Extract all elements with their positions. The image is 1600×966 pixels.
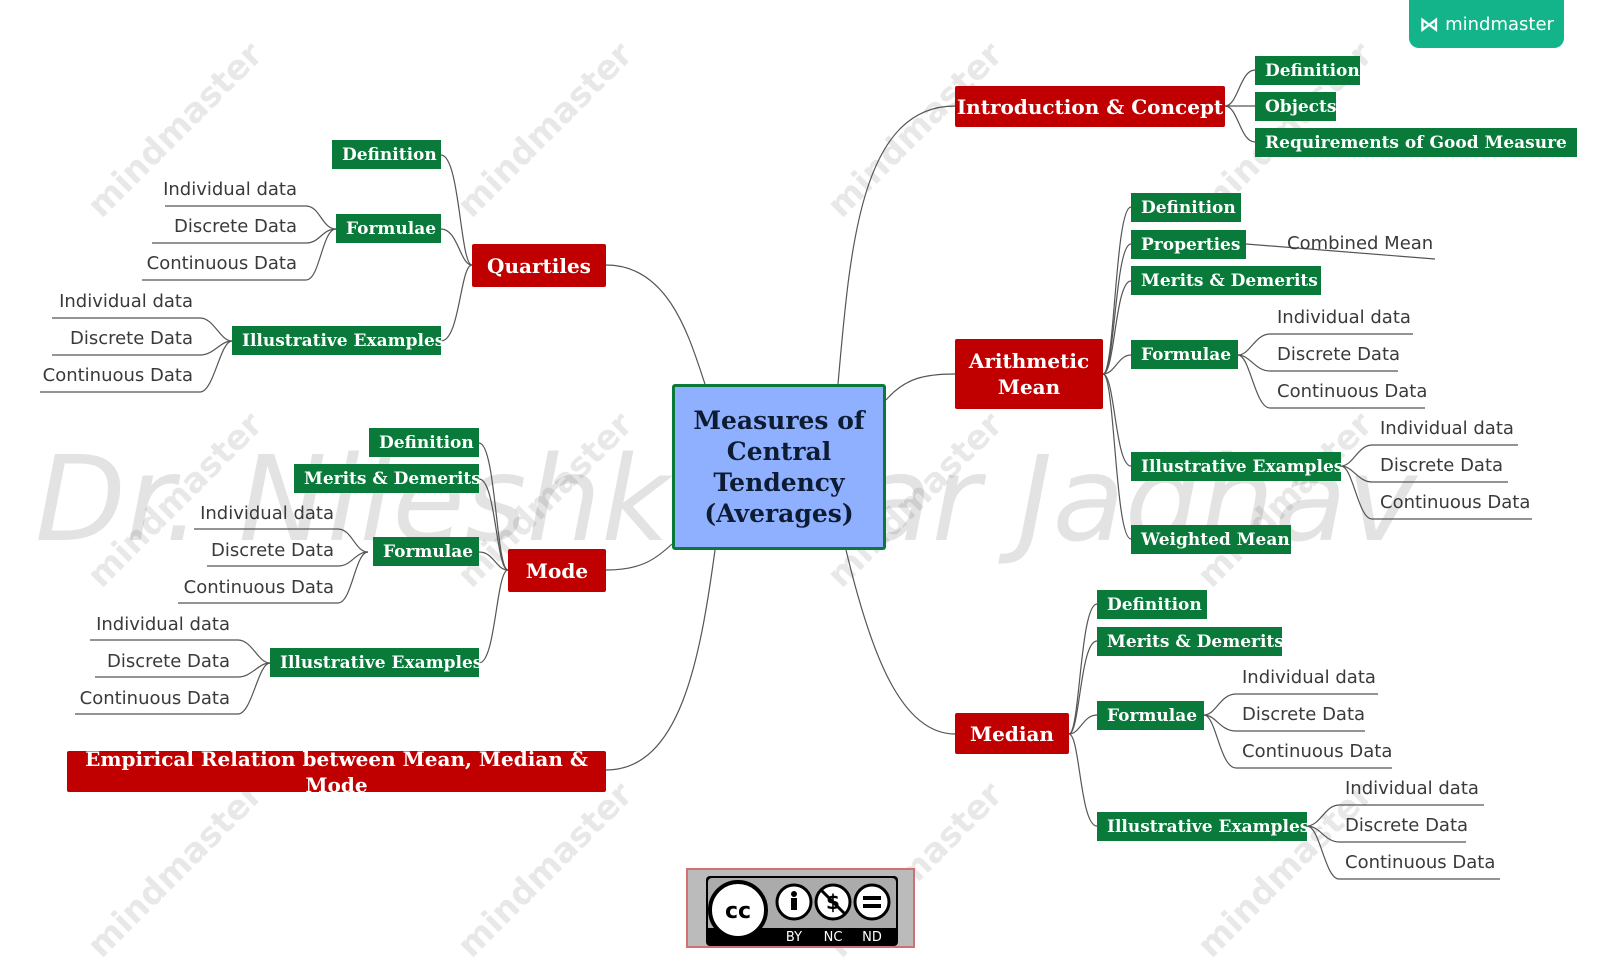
cc-circle-icon <box>708 880 768 940</box>
quartiles-examples-continuous[interactable]: Continuous Data <box>42 365 193 386</box>
mean-formulae-discrete[interactable]: Discrete Data <box>1277 344 1401 365</box>
mean-formulae-continuous[interactable]: Continuous Data <box>1277 381 1428 402</box>
topic-median[interactable]: Median <box>955 713 1069 754</box>
quartiles-illustrative-examples[interactable]: Illustrative Examples <box>232 326 444 355</box>
intro-objects[interactable]: Objects <box>1255 92 1337 121</box>
mode-definition[interactable]: Definition <box>369 428 479 457</box>
cc-badge-inner: cc $ BY NC ND <box>706 876 898 946</box>
cc-license-badge[interactable]: cc $ BY NC ND <box>686 868 915 948</box>
nd-noderivatives-icon <box>853 883 891 921</box>
mindmaster-logo-icon: ⋈ <box>1419 12 1440 36</box>
mode-examples-continuous[interactable]: Continuous Data <box>79 688 230 709</box>
topic-mode[interactable]: Mode <box>508 549 606 592</box>
quartiles-formulae-individual[interactable]: Individual data <box>163 179 297 200</box>
median-formulae[interactable]: Formulae <box>1097 701 1204 730</box>
nc-strike-line <box>819 888 847 916</box>
nd-bar-top <box>863 896 881 900</box>
median-merits-demerits[interactable]: Merits & Demerits <box>1097 627 1284 656</box>
cc-label-nc: NC <box>824 930 843 945</box>
cc-text: cc <box>725 899 751 924</box>
median-illustrative-examples[interactable]: Illustrative Examples <box>1097 812 1309 841</box>
mean-examples-continuous[interactable]: Continuous Data <box>1380 492 1531 513</box>
mean-formulae[interactable]: Formulae <box>1131 340 1238 369</box>
median-formulae-continuous[interactable]: Continuous Data <box>1242 741 1393 762</box>
intro-definition[interactable]: Definition <box>1255 56 1360 85</box>
quartiles-examples-individual[interactable]: Individual data <box>59 291 193 312</box>
mean-illustrative-examples[interactable]: Illustrative Examples <box>1131 452 1343 481</box>
mean-weighted-mean[interactable]: Weighted Mean <box>1131 525 1291 554</box>
quartiles-formulae-discrete[interactable]: Discrete Data <box>173 216 297 237</box>
by-icon-body <box>791 898 797 910</box>
topic-quartiles[interactable]: Quartiles <box>472 244 606 287</box>
mean-combined-mean[interactable]: Combined Mean <box>1287 233 1434 254</box>
cc-label-by: BY <box>786 930 802 945</box>
mean-properties[interactable]: Properties <box>1131 230 1246 259</box>
mode-formulae-discrete[interactable]: Discrete Data <box>210 540 334 561</box>
central-topic[interactable]: Measures of Central Tendency (Averages) <box>672 384 886 550</box>
mean-examples-individual[interactable]: Individual data <box>1380 418 1514 439</box>
median-formulae-discrete[interactable]: Discrete Data <box>1242 704 1366 725</box>
mean-definition[interactable]: Definition <box>1131 193 1241 222</box>
median-formulae-individual[interactable]: Individual data <box>1242 667 1376 688</box>
topic-introduction-concept[interactable]: Introduction & Concept <box>955 86 1225 127</box>
by-icon-head <box>791 891 797 897</box>
median-examples-individual[interactable]: Individual data <box>1345 778 1479 799</box>
quartiles-formulae[interactable]: Formulae <box>336 214 441 243</box>
mean-merits-demerits[interactable]: Merits & Demerits <box>1131 266 1321 295</box>
median-definition[interactable]: Definition <box>1097 590 1207 619</box>
nd-bar-bottom <box>863 904 881 908</box>
cc-badge-graphic: cc $ BY NC ND <box>708 878 896 945</box>
mindmaster-brand-badge[interactable]: ⋈ mindmaster <box>1409 0 1564 48</box>
quartiles-definition[interactable]: Definition <box>332 140 441 169</box>
mode-examples-individual[interactable]: Individual data <box>96 614 230 635</box>
mode-formulae-individual[interactable]: Individual data <box>200 503 334 524</box>
mode-examples-discrete[interactable]: Discrete Data <box>106 651 230 672</box>
quartiles-examples-discrete[interactable]: Discrete Data <box>69 328 193 349</box>
mean-formulae-individual[interactable]: Individual data <box>1277 307 1411 328</box>
cc-label-nd: ND <box>862 930 882 945</box>
median-examples-continuous[interactable]: Continuous Data <box>1345 852 1496 873</box>
median-examples-discrete[interactable]: Discrete Data <box>1345 815 1469 836</box>
mean-examples-discrete[interactable]: Discrete Data <box>1380 455 1504 476</box>
topic-arithmetic-mean[interactable]: Arithmetic Mean <box>955 339 1103 409</box>
mode-formulae[interactable]: Formulae <box>373 537 479 566</box>
brand-name: mindmaster <box>1445 13 1554 35</box>
mode-formulae-continuous[interactable]: Continuous Data <box>183 577 334 598</box>
quartiles-formulae-continuous[interactable]: Continuous Data <box>146 253 297 274</box>
mode-merits-demerits[interactable]: Merits & Demerits <box>294 464 481 493</box>
mode-illustrative-examples[interactable]: Illustrative Examples <box>270 648 482 677</box>
topic-empirical-relation[interactable]: Empirical Relation between Mean, Median … <box>67 747 606 797</box>
intro-requirements[interactable]: Requirements of Good Measure <box>1255 128 1577 157</box>
